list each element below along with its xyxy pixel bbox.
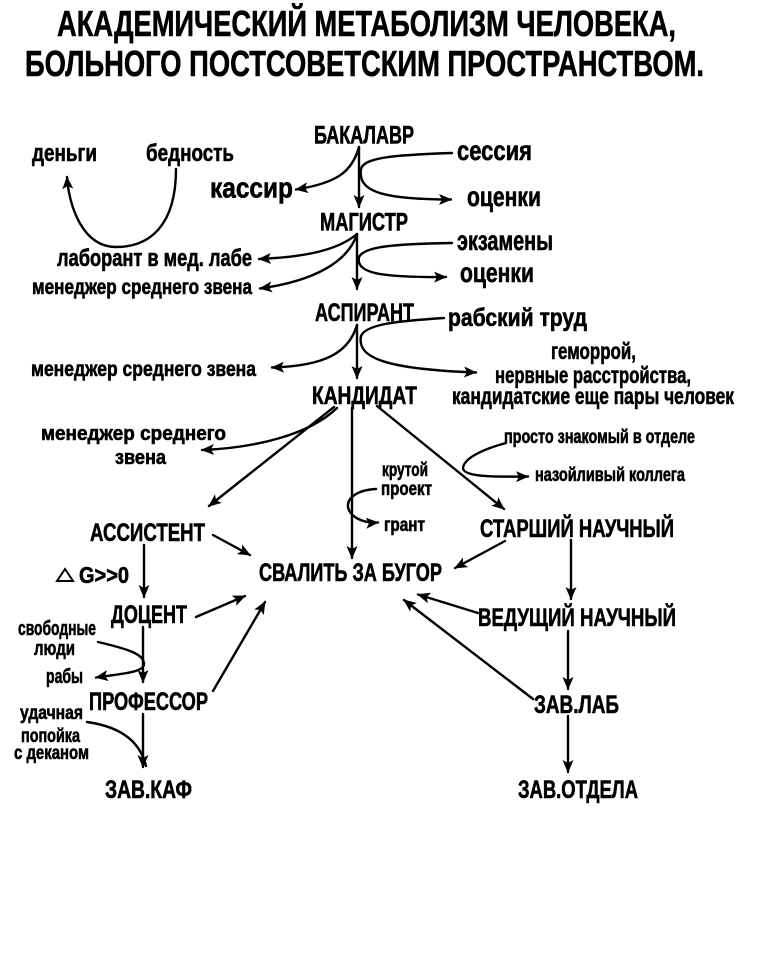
svg-text:грант: грант bbox=[384, 515, 425, 536]
svg-text:менеджер среднего звена: менеджер среднего звена bbox=[32, 276, 252, 299]
svg-text:G>>0: G>>0 bbox=[79, 562, 129, 588]
svg-text:БАКАЛАВР: БАКАЛАВР bbox=[314, 122, 414, 150]
svg-text:ДОЦЕНТ: ДОЦЕНТ bbox=[111, 601, 187, 629]
svg-text:СТАРШИЙ НАУЧНЫЙ: СТАРШИЙ НАУЧНЫЙ bbox=[480, 513, 674, 543]
svg-text:люди: люди bbox=[34, 638, 75, 660]
svg-text:менеджер среднего: менеджер среднего bbox=[41, 423, 226, 445]
svg-text:сессия: сессия bbox=[457, 135, 532, 166]
svg-text:удачная: удачная bbox=[20, 703, 83, 724]
svg-text:АСПИРАНТ: АСПИРАНТ bbox=[315, 299, 414, 327]
svg-text:АССИСТЕНТ: АССИСТЕНТ bbox=[90, 519, 205, 547]
svg-text:назойливый коллега: назойливый коллега bbox=[535, 465, 685, 486]
svg-text:кандидатские еще пары человек: кандидатские еще пары человек bbox=[452, 383, 734, 409]
svg-text:БОЛЬНОГО ПОСТСОВЕТСКИМ ПРОСТРА: БОЛЬНОГО ПОСТСОВЕТСКИМ ПРОСТРАНСТВОМ. bbox=[25, 43, 704, 84]
svg-text:экзамены: экзамены bbox=[457, 225, 553, 256]
svg-text:рабский труд: рабский труд bbox=[448, 304, 587, 332]
svg-text:оценки: оценки bbox=[460, 257, 534, 288]
svg-text:звена: звена bbox=[115, 447, 167, 469]
svg-text:деньги: деньги bbox=[32, 140, 97, 167]
svg-text:свободные: свободные bbox=[18, 618, 96, 640]
svg-text:ПРОФЕССОР: ПРОФЕССОР bbox=[89, 688, 208, 716]
svg-text:СВАЛИТЬ ЗА БУГОР: СВАЛИТЬ ЗА БУГОР bbox=[259, 559, 442, 587]
svg-text:рабы: рабы bbox=[46, 666, 83, 688]
svg-text:ВЕДУЩИЙ НАУЧНЫЙ: ВЕДУЩИЙ НАУЧНЫЙ bbox=[478, 602, 676, 632]
svg-text:попойка: попойка bbox=[21, 726, 80, 747]
svg-text:менеджер среднего звена: менеджер среднего звена bbox=[31, 358, 256, 381]
svg-text:крутой: крутой bbox=[382, 460, 428, 481]
svg-text:АКАДЕМИЧЕСКИЙ МЕТАБОЛИЗМ ЧЕЛОВ: АКАДЕМИЧЕСКИЙ МЕТАБОЛИЗМ ЧЕЛОВЕКА, bbox=[57, 2, 676, 44]
svg-text:нервные расстройства,: нервные расстройства, bbox=[495, 362, 691, 388]
svg-text:кассир: кассир bbox=[210, 173, 293, 205]
svg-text:КАНДИДАТ: КАНДИДАТ bbox=[312, 382, 417, 410]
svg-text:МАГИСТР: МАГИСТР bbox=[320, 209, 408, 237]
svg-text:просто знакомый в отделе: просто знакомый в отделе bbox=[504, 427, 695, 448]
svg-text:бедность: бедность bbox=[146, 140, 234, 167]
svg-text:ЗАВ.ЛАБ: ЗАВ.ЛАБ bbox=[534, 691, 619, 719]
svg-text:с деканом: с деканом bbox=[14, 743, 89, 764]
svg-text:ЗАВ.ОТДЕЛА: ЗАВ.ОТДЕЛА bbox=[518, 776, 638, 804]
svg-text:геморрой,: геморрой, bbox=[551, 338, 636, 364]
svg-text:проект: проект bbox=[381, 479, 432, 500]
svg-text:ЗАВ.КАФ: ЗАВ.КАФ bbox=[105, 776, 192, 804]
svg-text:оценки: оценки bbox=[467, 181, 541, 212]
svg-text:лаборант в мед. лабе: лаборант в мед. лабе bbox=[57, 245, 252, 272]
